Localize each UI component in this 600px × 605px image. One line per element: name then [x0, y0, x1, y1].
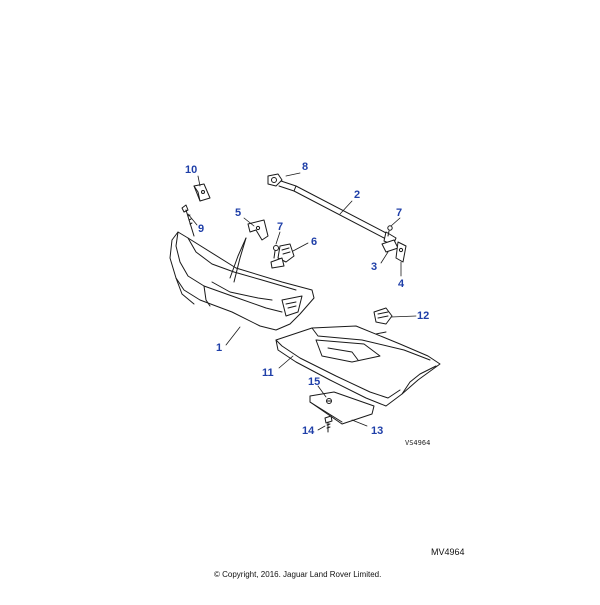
bracket-10-part — [193, 183, 211, 202]
callout-12: 12 — [417, 310, 430, 322]
screw-9-part — [181, 204, 195, 237]
fixing-15-part — [326, 398, 332, 404]
callout-2: 2 — [354, 189, 361, 201]
sheet-id: MV4964 — [431, 547, 465, 557]
bracket-5-part — [247, 219, 269, 241]
callout-8: 8 — [302, 161, 309, 173]
lower-trim-panel-part — [169, 231, 315, 331]
callout-15: 15 — [308, 376, 321, 388]
callout-3: 3 — [371, 261, 378, 273]
callout-1: 1 — [216, 342, 223, 354]
callout-13: 13 — [371, 425, 384, 437]
callout-11: 11 — [262, 367, 274, 379]
cover-plate-13-part — [309, 391, 375, 425]
fixing-7-right — [387, 225, 393, 237]
clip-6-part — [270, 243, 295, 269]
clip-12-part — [373, 307, 393, 325]
callout-9: 9 — [198, 223, 205, 235]
fixing-7-left — [273, 245, 279, 259]
tie-bar-part — [267, 173, 397, 246]
bracket-part — [381, 239, 407, 263]
callout-4: 4 — [398, 278, 405, 290]
callout-7-right: 7 — [396, 207, 403, 219]
screw-14-part — [324, 415, 333, 433]
callout-7-left: 7 — [277, 221, 284, 233]
callout-10: 10 — [185, 164, 198, 176]
callout-14: 14 — [302, 425, 315, 437]
leader-lines — [187, 172, 417, 431]
drawing-reference-code: VS4964 — [405, 439, 431, 447]
callout-5: 5 — [235, 207, 242, 219]
callout-6: 6 — [311, 236, 318, 248]
glovebox-tray-part — [275, 325, 441, 407]
copyright-notice: © Copyright, 2016. Jaguar Land Rover Lim… — [214, 570, 382, 579]
